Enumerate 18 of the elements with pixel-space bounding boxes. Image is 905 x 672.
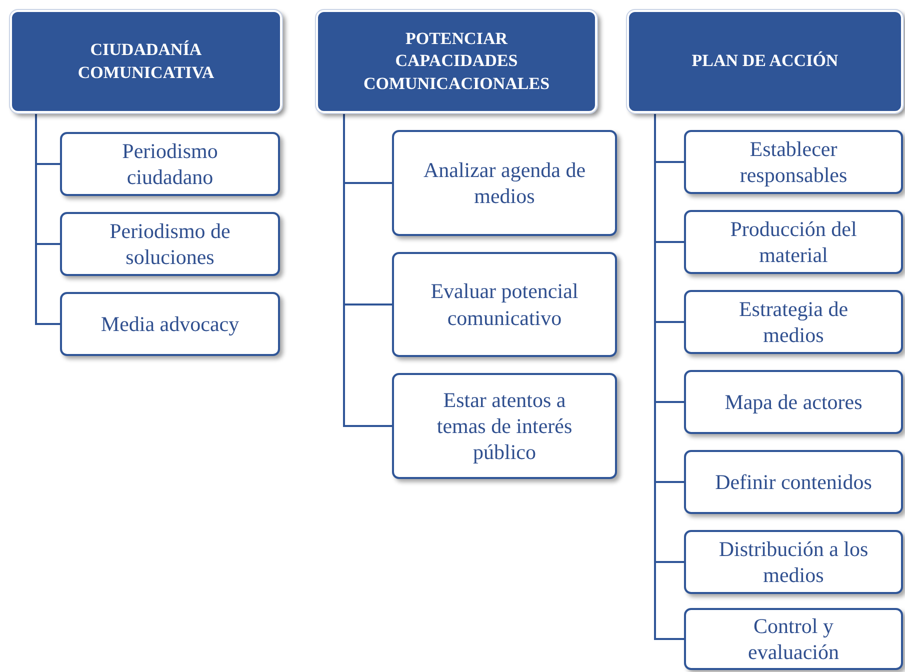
header-box: PLAN DE ACCIÓN [627,10,903,113]
item-box: Producción del material [684,210,903,274]
item-box: Distribución a los medios [684,530,903,594]
connector-line [35,113,60,325]
item-box: Establecer responsables [684,130,903,194]
item-box: Evaluar potencial comunicativo [392,252,617,357]
item-box: Periodismo ciudadano [60,132,280,196]
item-box: Control y evaluación [684,608,903,670]
item-box: Media advocacy [60,292,280,356]
item-box: Mapa de actores [684,370,903,434]
header-box: POTENCIAR CAPACIDADES COMUNICACIONALES [316,10,597,113]
item-box: Estar atentos a temas de interés público [392,373,617,479]
item-box: Analizar agenda de medios [392,130,617,236]
item-box: Definir contenidos [684,450,903,514]
header-box: CIUDADANÍA COMUNICATIVA [10,10,282,113]
item-box: Periodismo de soluciones [60,212,280,276]
item-box: Estrategia de medios [684,290,903,354]
connector-line [343,113,392,427]
